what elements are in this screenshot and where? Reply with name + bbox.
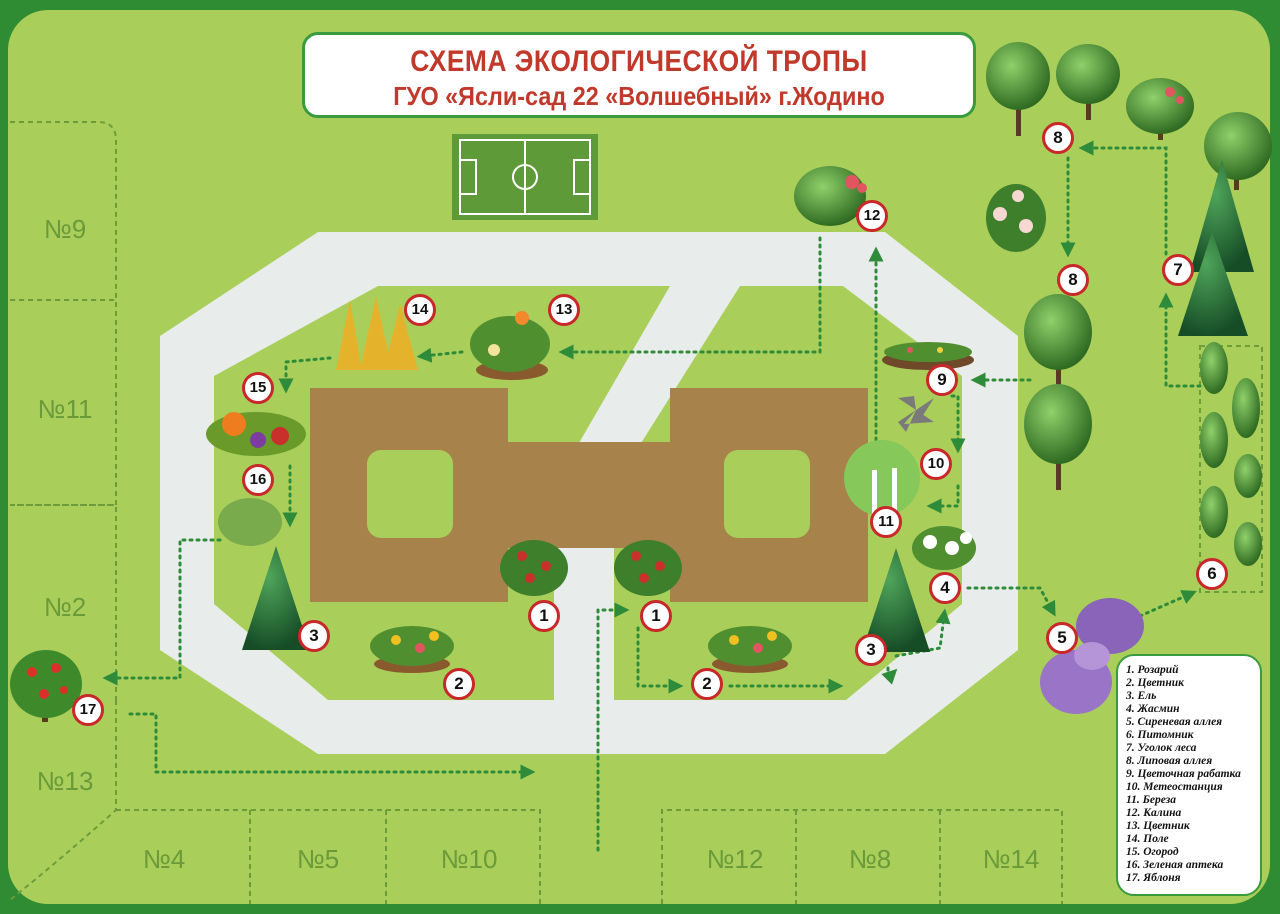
marker-1-left[interactable]: 1 bbox=[528, 600, 560, 632]
rose-bush-8 bbox=[986, 184, 1046, 252]
zone-label-2: №2 bbox=[43, 592, 87, 622]
nursery-saplings-6 bbox=[1200, 342, 1262, 566]
apple-tree-17 bbox=[10, 650, 82, 722]
legend-item-9: 9. Цветочная рабатка bbox=[1126, 768, 1241, 780]
marker-15[interactable]: 15 bbox=[242, 372, 274, 404]
marker-17[interactable]: 17 bbox=[72, 694, 104, 726]
kalina-12 bbox=[794, 166, 867, 226]
zone-label-10: №10 bbox=[440, 844, 498, 874]
zone-boundaries bbox=[9, 121, 1263, 904]
zone-label-12: №12 bbox=[706, 844, 764, 874]
marker-5[interactable]: 5 bbox=[1046, 622, 1078, 654]
marker-13[interactable]: 13 bbox=[548, 294, 580, 326]
legend-item-2: 2. Цветник bbox=[1126, 677, 1184, 689]
legend-box: 1. Розарий 2. Цветник 3. Ель 4. Жасмин 5… bbox=[1116, 654, 1262, 896]
map-title-box: СХЕМА ЭКОЛОГИЧЕСКОЙ ТРОПЫ ГУО «Ясли-сад … bbox=[302, 32, 976, 118]
legend-item-15: 15. Огород bbox=[1126, 846, 1179, 858]
marker-2-left[interactable]: 2 bbox=[443, 668, 475, 700]
marker-3-left[interactable]: 3 bbox=[298, 620, 330, 652]
marker-7[interactable]: 7 bbox=[1162, 254, 1194, 286]
marker-8-middle[interactable]: 8 bbox=[1057, 264, 1089, 296]
vegetable-garden-15 bbox=[206, 412, 306, 456]
lilac-alley-5 bbox=[1040, 598, 1144, 714]
legend-item-4: 4. Жасмин bbox=[1126, 703, 1180, 715]
herb-garden-16 bbox=[218, 498, 282, 546]
marker-3-right[interactable]: 3 bbox=[855, 634, 887, 666]
marker-1-right[interactable]: 1 bbox=[640, 600, 672, 632]
legend-item-16: 16. Зеленая аптека bbox=[1126, 859, 1224, 871]
zone-label-9: №9 bbox=[43, 214, 87, 244]
rose-garden-1 bbox=[500, 540, 682, 596]
legend-item-3: 3. Ель bbox=[1126, 690, 1157, 702]
football-field bbox=[452, 134, 598, 220]
legend-item-7: 7. Уголок леса bbox=[1126, 742, 1197, 754]
birch-11 bbox=[844, 440, 920, 516]
legend-item-11: 11. Береза bbox=[1126, 794, 1176, 806]
tree-group-top bbox=[986, 42, 1272, 190]
courtyard-left bbox=[367, 450, 453, 538]
linden-trees bbox=[1024, 294, 1092, 490]
spruce-left-3 bbox=[242, 546, 310, 650]
spruce-right-3 bbox=[862, 548, 930, 652]
legend-item-5: 5. Сиреневая аллея bbox=[1126, 716, 1223, 728]
legend-item-13: 13. Цветник bbox=[1126, 820, 1190, 832]
marker-4[interactable]: 4 bbox=[929, 572, 961, 604]
flowerbed-13 bbox=[470, 311, 550, 380]
marker-8-top[interactable]: 8 bbox=[1042, 122, 1074, 154]
legend-item-12: 12. Калина bbox=[1126, 807, 1182, 819]
legend-item-1: 1. Розарий bbox=[1126, 664, 1179, 676]
marker-11[interactable]: 11 bbox=[870, 506, 902, 538]
marker-2-right[interactable]: 2 bbox=[691, 668, 723, 700]
zone-label-13: №13 bbox=[36, 766, 94, 796]
map-title: СХЕМА ЭКОЛОГИЧЕСКОЙ ТРОПЫ bbox=[410, 45, 868, 78]
forest-corner-7 bbox=[1178, 160, 1254, 336]
flower-strip-9 bbox=[882, 342, 974, 370]
marker-14[interactable]: 14 bbox=[404, 294, 436, 326]
marker-9[interactable]: 9 bbox=[926, 364, 958, 396]
marker-12[interactable]: 12 bbox=[856, 200, 888, 232]
kindergarten-building bbox=[310, 388, 868, 602]
legend-item-14: 14. Поле bbox=[1126, 833, 1169, 845]
jasmine-4 bbox=[912, 526, 976, 570]
marker-6[interactable]: 6 bbox=[1196, 558, 1228, 590]
courtyard-right bbox=[724, 450, 810, 538]
legend-item-8: 8. Липовая аллея bbox=[1126, 755, 1213, 767]
zone-label-4: №4 bbox=[142, 844, 186, 874]
zone-label-14: №14 bbox=[982, 844, 1040, 874]
field-14 bbox=[336, 296, 418, 370]
flowerbed-2 bbox=[370, 626, 792, 673]
eco-trail bbox=[102, 140, 1202, 852]
weather-station-10 bbox=[898, 396, 934, 432]
marker-16[interactable]: 16 bbox=[242, 464, 274, 496]
legend-item-17: 17. Яблоня bbox=[1126, 872, 1181, 884]
map-subtitle: ГУО «Ясли-сад 22 «Волшебный» г.Жодино bbox=[393, 81, 885, 111]
legend-item-6: 6. Питомник bbox=[1126, 729, 1194, 741]
legend-item-10: 10. Метеостанция bbox=[1126, 781, 1223, 793]
zone-label-5: №5 bbox=[296, 844, 340, 874]
zone-label-8: №8 bbox=[848, 844, 892, 874]
marker-10[interactable]: 10 bbox=[920, 448, 952, 480]
zone-label-11: №11 bbox=[37, 394, 93, 424]
